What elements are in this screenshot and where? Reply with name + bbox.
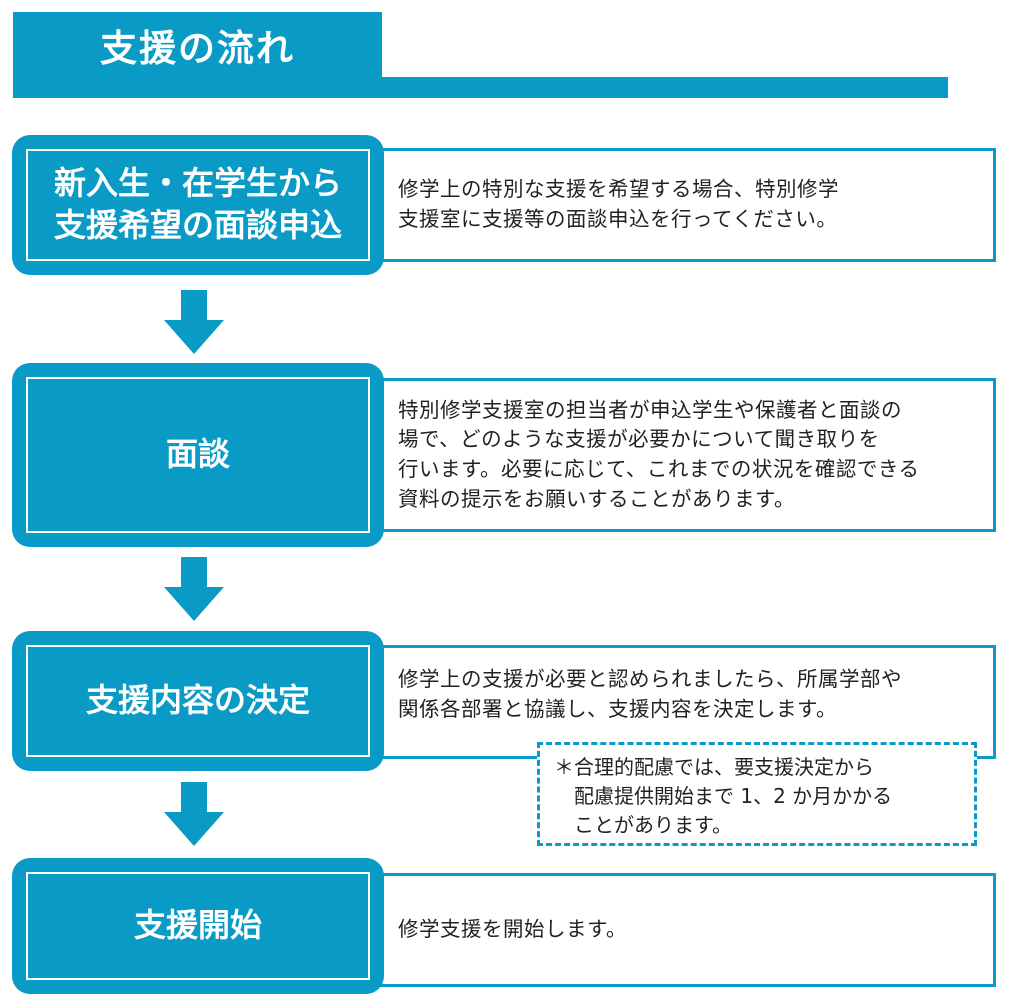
step-3-description-box: 修学上の支援が必要と認められましたら、所属学部や 関係各部署と協議し、支援内容を… (380, 645, 996, 759)
step-1-description-box: 修学上の特別な支援を希望する場合、特別修学 支援室に支援等の面談申込を行ってくだ… (380, 148, 996, 262)
down-arrow-icon (164, 290, 224, 354)
step-2-label: 面談 (165, 435, 230, 474)
note-text: ＊合理的配慮では、要支援決定から 配慮提供開始まで 1、2 か月かかる ことがあ… (554, 755, 893, 837)
step-3-label: 支援内容の決定 (85, 681, 310, 720)
step-4-description: 修学支援を開始します。 (398, 917, 627, 942)
step-2-description-box: 特別修学支援室の担当者が申込学生や保護者と面談の 場で、どのような支援が必要かに… (380, 378, 996, 532)
step-4-label: 支援開始 (133, 906, 262, 945)
step-4-description-box: 修学支援を開始します。 (380, 873, 996, 987)
step-1-label: 新入生・在学生から 支援希望の面談申込 (53, 164, 342, 244)
step-3-inner-frame: 支援内容の決定 (26, 645, 370, 757)
page-title: 支援の流れ (100, 26, 295, 70)
step-3-box: 支援内容の決定 (12, 631, 384, 771)
step-2-inner-frame: 面談 (26, 377, 370, 533)
note-box: ＊合理的配慮では、要支援決定から 配慮提供開始まで 1、2 か月かかる ことがあ… (537, 742, 977, 846)
step-1-box: 新入生・在学生から 支援希望の面談申込 (12, 135, 384, 275)
down-arrow-icon (164, 782, 224, 846)
step-3-description: 修学上の支援が必要と認められましたら、所属学部や 関係各部署と協議し、支援内容を… (398, 667, 902, 721)
down-arrow-icon (164, 557, 224, 621)
title-underline-bar (13, 77, 948, 98)
step-4-box: 支援開始 (12, 858, 384, 994)
step-2-box: 面談 (12, 363, 384, 547)
step-1-description: 修学上の特別な支援を希望する場合、特別修学 支援室に支援等の面談申込を行ってくだ… (398, 177, 839, 231)
step-2-description: 特別修学支援室の担当者が申込学生や保護者と面談の 場で、どのような支援が必要かに… (398, 397, 920, 511)
step-1-inner-frame: 新入生・在学生から 支援希望の面談申込 (26, 149, 370, 261)
step-4-inner-frame: 支援開始 (26, 872, 370, 980)
